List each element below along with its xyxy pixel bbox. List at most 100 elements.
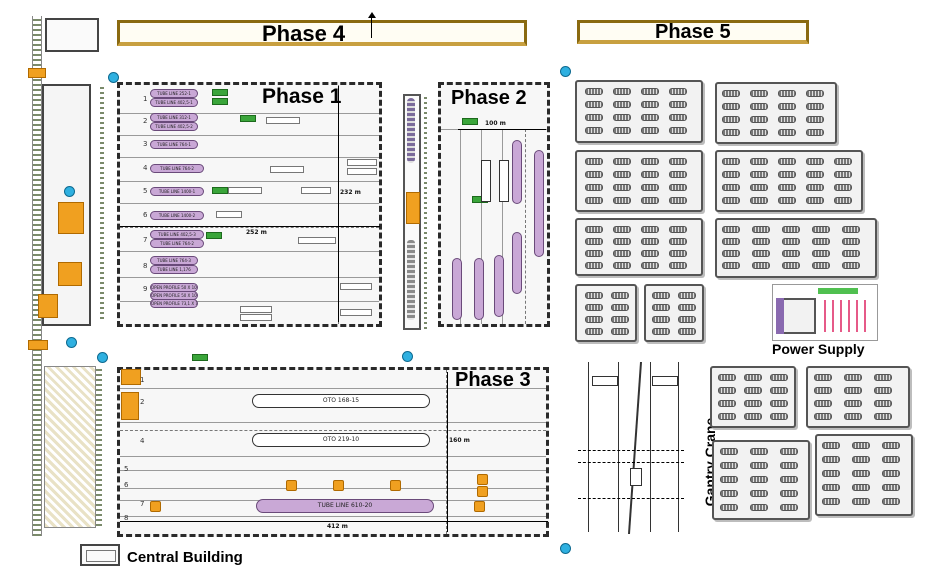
coil-stack [770, 400, 788, 407]
coil-stack [678, 328, 696, 335]
coil-stack [882, 456, 900, 463]
coil-stack [611, 328, 629, 335]
coil-stack [852, 498, 870, 505]
coil-stack [613, 88, 631, 95]
phase1-annotation [340, 283, 372, 290]
gantry-box [630, 468, 642, 486]
phase3-orange-item [150, 501, 161, 512]
coil-stack [652, 328, 670, 335]
coil-stack [585, 250, 603, 257]
coil-stack [752, 238, 770, 245]
coil-stack [722, 129, 740, 136]
coil-stack [778, 171, 796, 178]
phase1-annotation [270, 166, 304, 173]
gantry-rail [678, 362, 679, 532]
coil-stack [778, 197, 796, 204]
coil-stack [718, 374, 736, 381]
coil-stack [613, 158, 631, 165]
coil-stack [641, 158, 659, 165]
phase2-line [494, 255, 504, 317]
coil-stack [641, 238, 659, 245]
coil-stack [641, 171, 659, 178]
coil-stack [750, 462, 768, 469]
coil-stack [814, 400, 832, 407]
coil-stack [611, 304, 629, 311]
coil-stack [778, 90, 796, 97]
coil-stack [882, 484, 900, 491]
coil-stack [585, 292, 603, 299]
coil-stack [613, 184, 631, 191]
phase2-box [499, 160, 509, 202]
coil-stack [814, 387, 832, 394]
center-building-pill [407, 98, 415, 163]
coil-stack [669, 127, 687, 134]
phase1-width-label: 232 m [340, 189, 361, 196]
coil-stack [780, 462, 798, 469]
coil-stack [613, 238, 631, 245]
coil-stack [722, 197, 740, 204]
phase1-annotation [240, 314, 272, 321]
coil-stack [750, 184, 768, 191]
phase3-orange-item [333, 480, 344, 491]
coil-stack [641, 88, 659, 95]
coil-stack [812, 262, 830, 269]
coil-stack [652, 316, 670, 323]
phase1-length-label: 252 m [246, 229, 267, 236]
coil-stack [722, 158, 740, 165]
coil-stack [782, 238, 800, 245]
coil-stack [669, 184, 687, 191]
coil-stack [722, 250, 740, 257]
coil-stack [852, 470, 870, 477]
phase1-annotation [347, 159, 377, 166]
coil-stack [750, 504, 768, 511]
marker-left-4 [97, 352, 108, 363]
center-fence [424, 94, 427, 330]
coil-stack [842, 238, 860, 245]
coil-stack [669, 114, 687, 121]
coil-stack [874, 400, 892, 407]
coil-stack [744, 413, 762, 420]
gantry-beam [578, 498, 684, 499]
phase1-line: TUBE LINE 764-1 [150, 140, 198, 149]
phase1-line: TUBE LINE 402,5-3 [150, 230, 204, 239]
phase3-orange-item [477, 486, 488, 497]
phase1-bay-6: 6 [143, 211, 148, 219]
coil-stack [834, 184, 852, 191]
gantry-box [652, 376, 678, 386]
coil-stack [806, 103, 824, 110]
coil-stack [834, 171, 852, 178]
coil-stack [585, 262, 603, 269]
gantry-rail [650, 362, 651, 532]
coil-stack [611, 316, 629, 323]
coil-stack [844, 387, 862, 394]
coil-stack [812, 226, 830, 233]
gantry-beam [578, 462, 684, 463]
coil-stack [722, 116, 740, 123]
coil-stack [669, 262, 687, 269]
coil-stack [669, 88, 687, 95]
coil-stack [806, 129, 824, 136]
coil-stack [613, 114, 631, 121]
coil-stack [641, 262, 659, 269]
phase5-hall [577, 20, 809, 44]
coil-stack [669, 250, 687, 257]
coil-stack [770, 387, 788, 394]
phase3-bay-7: 7 [140, 500, 145, 508]
coil-stack [585, 238, 603, 245]
coil-stack [842, 226, 860, 233]
coil-stack [752, 262, 770, 269]
coil-stack [750, 490, 768, 497]
phase1-green-marker [212, 187, 228, 194]
coil-stack [613, 250, 631, 257]
left-orange-box-3 [58, 262, 82, 286]
phase1-green-marker [206, 232, 222, 239]
phase1-green-marker [212, 98, 228, 105]
marker-left-3 [66, 337, 77, 348]
phase1-annotation [340, 309, 372, 316]
phase3-width-arrow [447, 372, 448, 532]
left-orange-box-2 [58, 202, 84, 234]
phase1-line: TUBE LINE 1400-2 [150, 211, 204, 220]
coil-stack [652, 304, 670, 311]
coil-stack [750, 171, 768, 178]
phase1-line: OPEN PROFILE 73,1 X 100 [150, 299, 198, 308]
